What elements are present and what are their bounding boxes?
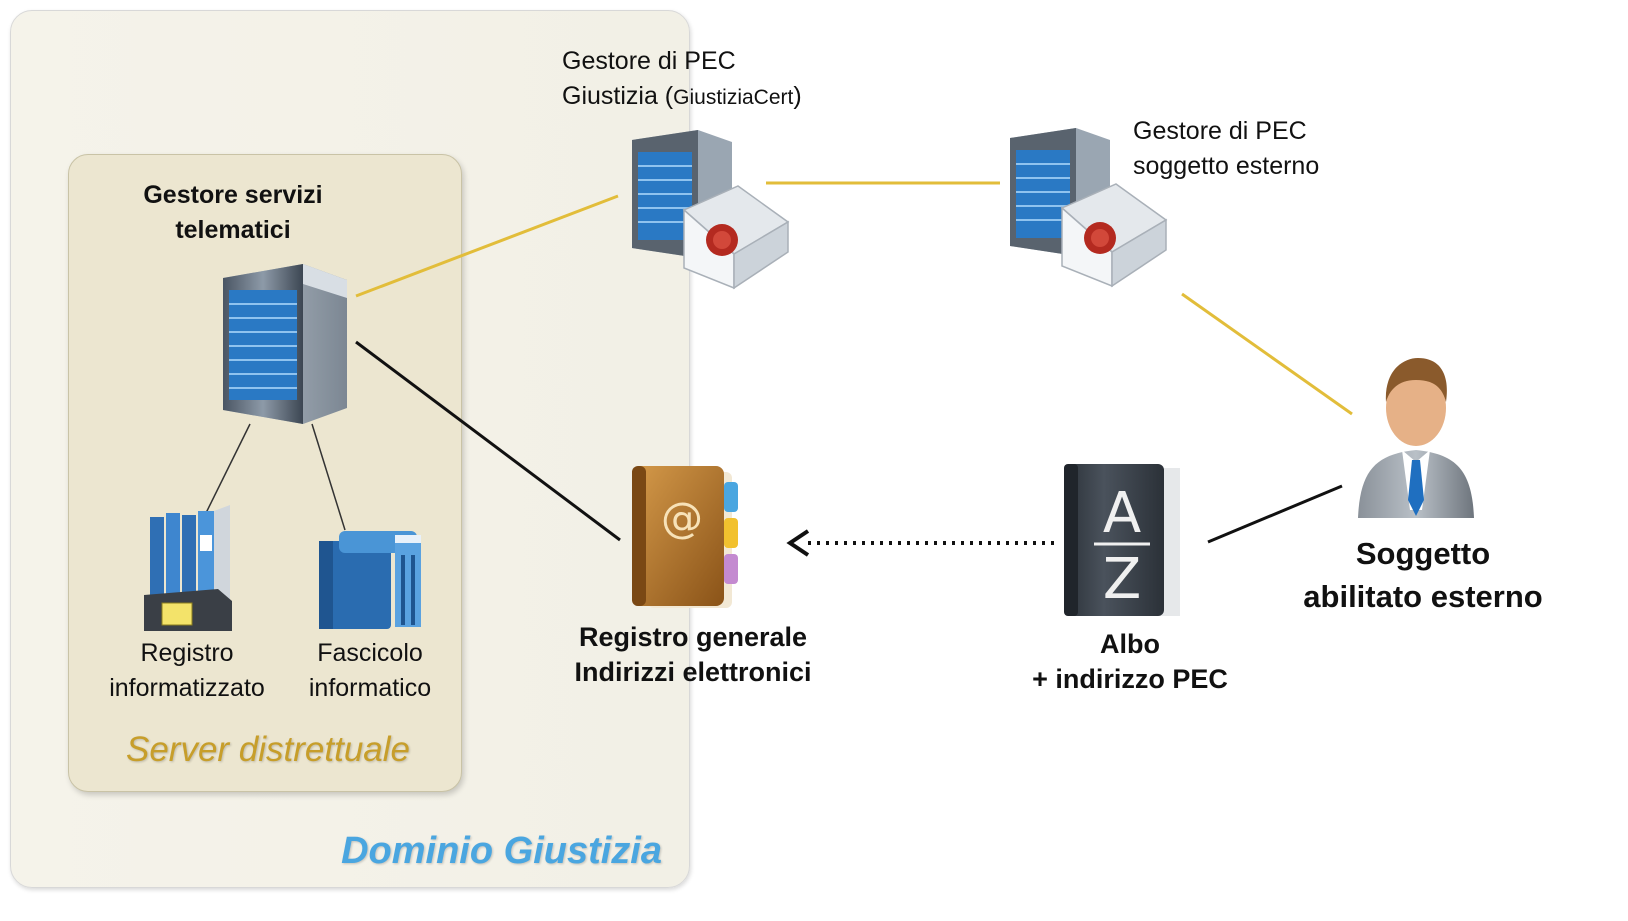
label-line: Giustizia (GiustiziaCert) xyxy=(562,82,802,110)
server-distrettuale-label: Server distrettuale xyxy=(125,730,411,769)
label-line: Indirizzi elettronici xyxy=(574,657,812,687)
label-line: Soggetto xyxy=(1355,536,1491,571)
server-icon xyxy=(223,264,347,424)
books-icon xyxy=(319,531,421,629)
label-line: Gestore servizi xyxy=(143,181,323,209)
label-line: Registro xyxy=(140,639,234,667)
link-gestore-to-registro-generale xyxy=(355,340,621,542)
label-line: informatico xyxy=(308,674,432,702)
node-label-gestore-servizi: Gestore servizi telematici xyxy=(98,178,368,248)
node-label-pec-esterno: Gestore di PEC soggetto esterno xyxy=(1133,114,1433,184)
mail-server-icon xyxy=(1010,128,1168,288)
link-soggetto-to-albo xyxy=(1207,484,1343,544)
label-line: Registro generale xyxy=(578,622,808,652)
letter-a: A xyxy=(1103,481,1141,546)
pec-link-esterno-to-soggetto xyxy=(1181,292,1353,416)
node-label-albo: Albo + indirizzo PEC xyxy=(1000,627,1260,697)
label-line: Fascicolo xyxy=(317,639,423,667)
link-gestore-to-registro-informatizzato xyxy=(204,423,251,516)
label-line: Gestore di PEC xyxy=(1133,117,1307,145)
link-gestore-to-fascicolo xyxy=(311,423,346,531)
file-box-icon xyxy=(144,505,232,631)
node-label-fascicolo: Fascicolo informatico xyxy=(292,636,448,706)
pec-link-gestore-to-pec-giustizia xyxy=(355,194,619,298)
label-line: informatizzato xyxy=(109,674,265,702)
node-label-pec-giustizia: Gestore di PEC Giustizia (GiustiziaCert) xyxy=(562,44,862,115)
label-line: abilitato esterno xyxy=(1303,579,1543,614)
server-distrettuale-region xyxy=(68,154,462,792)
az-directory-icon: A Z xyxy=(1064,464,1180,616)
node-label-registro-informatizzato: Registro informatizzato xyxy=(92,636,282,706)
label-line: soggetto esterno xyxy=(1133,152,1320,180)
label-line: Gestore di PEC xyxy=(562,47,736,75)
label-line: telematici xyxy=(175,216,291,244)
node-label-registro-generale: Registro generale Indirizzi elettronici xyxy=(548,620,838,690)
arrowhead-icon xyxy=(786,529,810,557)
mail-server-icon xyxy=(632,130,790,290)
at-symbol: @ xyxy=(661,493,703,542)
user-icon xyxy=(1358,358,1474,518)
dominio-giustizia-label: Dominio Giustizia xyxy=(341,830,662,872)
letter-z: Z xyxy=(1103,547,1141,612)
label-line: Albo xyxy=(1100,629,1160,659)
node-label-soggetto: Soggetto abilitato esterno xyxy=(1268,532,1578,618)
label-line: + indirizzo PEC xyxy=(1032,664,1228,694)
address-book-icon: @ xyxy=(632,466,738,608)
